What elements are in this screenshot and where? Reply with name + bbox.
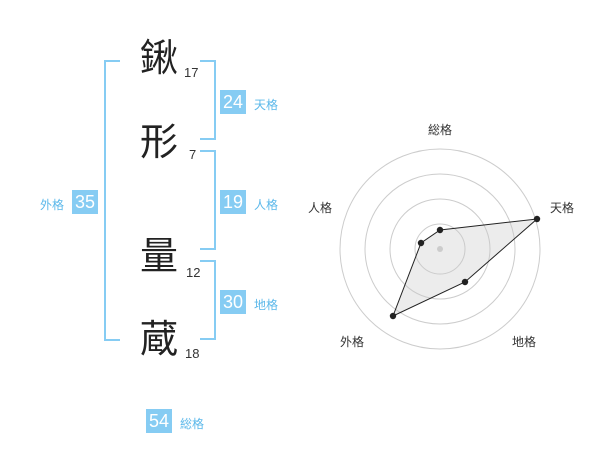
axis-label-soukaku: 総格 bbox=[428, 122, 452, 137]
stroke-count-1: 17 bbox=[184, 65, 199, 80]
gaikaku-bracket bbox=[104, 60, 120, 341]
radar-points bbox=[389, 215, 541, 320]
name-char-3: 量 bbox=[140, 234, 179, 278]
radar-point-1 bbox=[436, 226, 444, 234]
radar-ring bbox=[389, 198, 491, 300]
radar-point-4 bbox=[389, 312, 397, 320]
axis-label-chikaku: 地格 bbox=[512, 334, 536, 349]
chikaku-value: 30 bbox=[220, 290, 246, 314]
stroke-count-4: 18 bbox=[185, 346, 200, 361]
stroke-count-2: 7 bbox=[189, 147, 197, 162]
chikaku-bracket bbox=[200, 260, 216, 340]
radar-point-2 bbox=[533, 215, 541, 223]
radar-point-3 bbox=[461, 278, 469, 286]
radar-area bbox=[392, 218, 539, 317]
chikaku-label: 地格 bbox=[254, 298, 279, 312]
radar-point-5 bbox=[417, 239, 425, 247]
axis-label-tenkaku: 天格 bbox=[550, 200, 574, 215]
radar-center bbox=[437, 246, 443, 252]
radar-rings bbox=[339, 148, 541, 350]
jinkaku-value: 19 bbox=[220, 190, 246, 214]
jinkaku-bracket bbox=[200, 150, 216, 250]
jinkaku-label: 人格 bbox=[254, 198, 279, 212]
name-char-1: 鍬 bbox=[140, 36, 179, 80]
tenkaku-label: 天格 bbox=[254, 98, 279, 112]
stroke-count-3: 12 bbox=[186, 265, 201, 280]
radar-ring bbox=[339, 148, 541, 350]
soukaku-label: 総格 bbox=[180, 417, 205, 431]
axis-label-jinkaku: 人格 bbox=[308, 200, 332, 215]
name-char-4: 蔵 bbox=[140, 317, 179, 361]
axis-label-gaikaku: 外格 bbox=[340, 334, 364, 349]
radar-ring bbox=[414, 223, 466, 275]
tenkaku-value: 24 bbox=[220, 90, 246, 114]
tenkaku-bracket bbox=[200, 60, 216, 140]
gaikaku-value: 35 bbox=[72, 190, 98, 214]
soukaku-value: 54 bbox=[146, 409, 172, 433]
radar-ring bbox=[364, 173, 516, 325]
name-char-2: 形 bbox=[140, 120, 179, 164]
gaikaku-label: 外格 bbox=[40, 198, 65, 212]
